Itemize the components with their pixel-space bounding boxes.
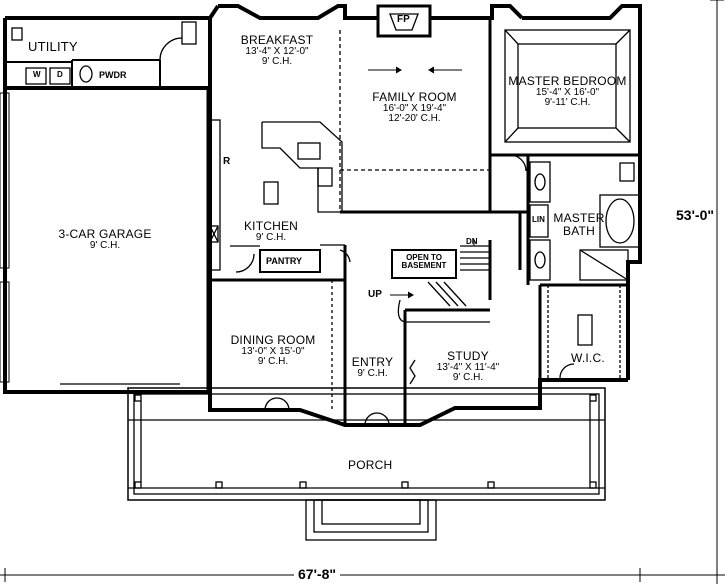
pantry-label: PANTRY: [266, 256, 302, 266]
open-to-basement-label: OPEN TO BASEMENT: [393, 253, 455, 271]
family-room-arrows: [368, 66, 475, 299]
family-room-label: FAMILY ROOM 16'-0" X 19'-4" 12'-20' C.H.: [352, 91, 477, 125]
dining-room-size: 13'-0" X 15'-0": [241, 345, 305, 357]
study-ceiling: 9' C.H.: [452, 372, 484, 384]
refrigerator-label: R: [223, 156, 231, 167]
family-room-ceiling: 12'-20' C.H.: [388, 113, 441, 125]
master-bedroom-size: 15'-4" X 16'-0": [535, 86, 600, 98]
study-name: STUDY: [447, 349, 489, 363]
entry-ceiling: 9' C.H.: [357, 367, 388, 379]
kitchen-ceiling: 9' C.H.: [255, 231, 287, 243]
study-label: STUDY 13'-4" X 11'-4" 9' C.H.: [418, 350, 518, 384]
dryer-label: D: [57, 70, 63, 79]
breakfast-size: 13'-4" X 12'-0": [245, 45, 309, 57]
garage-label: 3-CAR GARAGE 9' C.H.: [30, 228, 180, 251]
depth-dimension: 53'-0": [676, 205, 714, 225]
wic-shelving: [538, 285, 621, 408]
master-bath-label: MASTER BATH: [550, 212, 608, 237]
master-bedroom-label: MASTER BEDROOM 15'-4" X 16'-0" 9'-11' C.…: [500, 75, 635, 109]
porch-structure: [127, 387, 606, 541]
utility-fixtures: [5, 21, 197, 88]
stair-walls: [343, 210, 528, 425]
linen-label: LIN: [532, 215, 545, 224]
washer-label: W: [33, 70, 41, 79]
powder-label: PWDR: [99, 70, 127, 80]
master-bedroom-ceiling: 9'-11' C.H.: [544, 97, 591, 109]
wic-label: W.I.C.: [571, 351, 605, 365]
study-size: 13'-4" X 11'-4": [436, 361, 500, 373]
dining-room-name: DINING ROOM: [230, 333, 316, 347]
garage-ceiling: 9' C.H.: [89, 239, 121, 251]
fireplace-label: FP: [397, 14, 410, 25]
open-to-basement-line2: BASEMENT: [401, 261, 447, 271]
master-bedroom-ceiling: [490, 29, 640, 172]
entry-label: ENTRY 9' C.H.: [345, 356, 400, 379]
stairs-up-label: UP: [368, 289, 382, 300]
entry-name: ENTRY: [351, 355, 394, 369]
breakfast-ceiling: 9' C.H.: [261, 56, 293, 68]
master-bedroom-name: MASTER BEDROOM: [508, 74, 627, 88]
master-bath-fixtures: [526, 155, 641, 287]
breakfast-label: BREAKFAST 13'-4" X 12'-0" 9' C.H.: [222, 34, 332, 68]
entry-doors: [364, 359, 416, 426]
porch-label: PORCH: [348, 458, 393, 472]
utility-label: UTILITY: [28, 39, 78, 54]
master-bath-line1: MASTER: [553, 211, 605, 225]
kitchen-walls: [208, 18, 351, 280]
dining-room-label: DINING ROOM 13'-0" X 15'-0" 9' C.H.: [218, 334, 328, 368]
kitchen-label: KITCHEN 9' C.H.: [236, 220, 306, 243]
kitchen-name: KITCHEN: [243, 219, 299, 233]
garage-name: 3-CAR GARAGE: [58, 227, 152, 241]
master-bath-line2: BATH: [563, 223, 595, 238]
width-dimension: 67'-8": [294, 566, 340, 582]
breakfast-name: BREAKFAST: [240, 33, 314, 47]
family-room-name: FAMILY ROOM: [372, 90, 457, 104]
dining-room-ceiling: 9' C.H.: [257, 356, 289, 368]
open-to-basement-line1: OPEN TO: [406, 253, 442, 262]
family-room-walls: [339, 4, 492, 214]
stairs-down-label: DN: [466, 237, 478, 246]
family-room-size: 16'-0" X 19'-4": [382, 102, 447, 114]
